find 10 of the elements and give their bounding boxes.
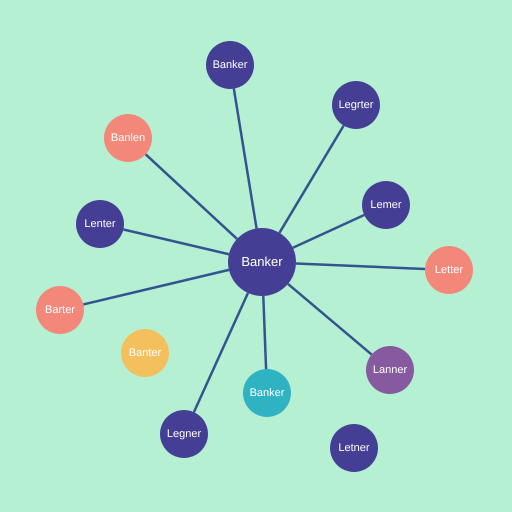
connector-line (262, 296, 268, 370)
connector-line (192, 292, 250, 413)
connector-line (232, 88, 258, 229)
connector-line (292, 214, 365, 249)
connector-line (144, 153, 238, 240)
connector-line (287, 282, 372, 356)
connector-line (296, 262, 426, 270)
connector-line (83, 268, 230, 306)
connector-line (278, 124, 345, 234)
connector-line (123, 228, 230, 256)
